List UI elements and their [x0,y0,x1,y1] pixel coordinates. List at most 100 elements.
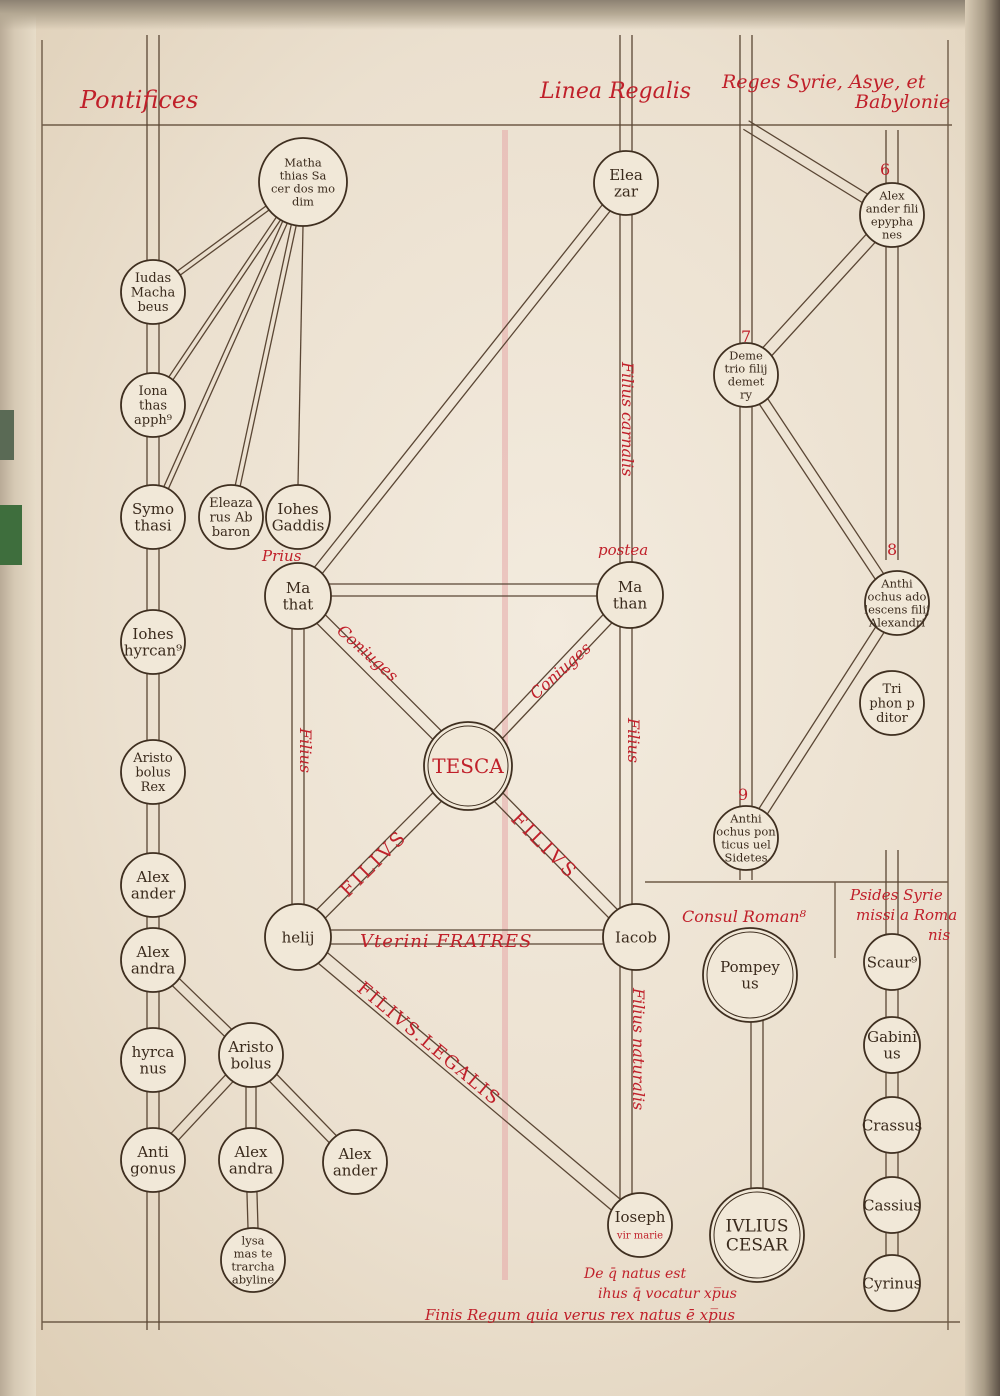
node-text: Cyrinus [863,1274,922,1292]
node-text: trio filij [725,362,768,376]
node-text: ticus uel [721,837,771,851]
header-reges-line1: Reges Syrie, Asye, et [721,71,926,93]
label-de-quo-line1: De q̄ natus est [583,1266,686,1282]
node-text: Crassus [862,1116,922,1134]
node-text: Deme [729,349,763,363]
node-text: Symo [132,500,174,518]
label-postea: postea [598,541,648,559]
node-text: Alex [136,943,171,961]
node-text: bolus [135,766,170,781]
node-text: Anti [136,1143,169,1161]
node-text: Alexandri [868,615,925,629]
node-text: lysa [242,1234,265,1248]
node-text: Eleaza [209,496,253,511]
node-text: Rex [141,780,166,795]
node-text: us [883,1045,900,1063]
node-iacob: Iacob [602,903,670,971]
label-filius-right: Filius [624,717,643,763]
label-coniuges-right: Coniuges [526,638,595,703]
node-text: cer dos mo [271,181,335,195]
header-consul: Consul Roman⁸ [682,907,807,926]
label-filius-diagonal-left: FILIVS [336,825,412,901]
node-text: thas [139,399,167,414]
node-text: ditor [876,711,909,726]
label-number-7: 7 [741,327,751,346]
node-text: thasi [134,517,171,535]
node-text: Alex [136,868,171,886]
node-cassius: Cassius [863,1176,921,1234]
node-text: bolus [231,1055,272,1073]
node-text: than [613,595,648,613]
node-text: nes [882,227,902,241]
node-text: Aristo [132,751,173,766]
node-text: Alex [338,1145,373,1163]
node-text: Iacob [615,928,657,946]
node-text: Scaur⁹ [867,953,917,971]
node-text: TESCA [432,754,504,778]
label-prius: Prius [261,547,302,565]
node-text: zar [614,183,639,201]
node-text: that [283,596,314,614]
node-text: Ma [286,579,310,597]
node-text: lescens filij [864,602,929,616]
node-cyrinus: Cyrinus [863,1254,922,1312]
node-text: Iohes [132,625,173,643]
node-text: thias Sa [280,169,327,183]
node-text: Cassius [863,1196,921,1214]
node-text: phon p [869,697,914,712]
label-coniuges-left: Coniuges [333,621,402,686]
node-text: Gabini [867,1028,917,1046]
label-filius-left: Filius [296,727,315,773]
node-text: Elea [609,166,643,184]
node-text: Anthi [729,812,762,826]
header-presides-line1: Psides Syrie [849,886,943,904]
node-text: Alex [234,1143,269,1161]
node-text: Macha [131,286,176,301]
node-text: Tri [882,682,901,697]
header-presides-line2: missi a Roma [856,906,957,924]
node-text: vir marie [616,1231,663,1242]
node-text: dim [292,194,314,208]
node-text: Iona [138,384,167,399]
label-filius-carnalis: Filius carnalis [618,361,637,477]
node-text: apph⁹ [134,413,172,428]
node-text: Anthi [880,577,913,591]
label-de-quo-line2: ihus q̄ vocatur xp̅us [598,1286,737,1302]
top-edge [0,0,1000,30]
node-text: beus [137,300,168,315]
node-text: Ma [618,578,642,596]
node-text: nus [139,1060,166,1078]
node-helij: helij [264,903,332,971]
node-text: gonus [130,1160,176,1178]
node-text: abyline [232,1272,274,1286]
node-text: mas te [234,1247,273,1261]
node-tesca: TESCA [423,721,513,811]
bookmark-tab-green [0,505,22,565]
header-linea-regalis: Linea Regalis [539,79,691,104]
page-gutter [0,0,36,1396]
node-text: andra [229,1160,273,1178]
label-finis-regum: Finis Regum quia verus rex natus ē xp̅u… [424,1306,735,1324]
label-filius-naturalis: Filius naturalis [629,987,648,1110]
label-filius-diagonal-right: FILIVS [506,808,582,884]
node-text: Iudas [135,271,171,286]
node-text: us [741,975,758,993]
